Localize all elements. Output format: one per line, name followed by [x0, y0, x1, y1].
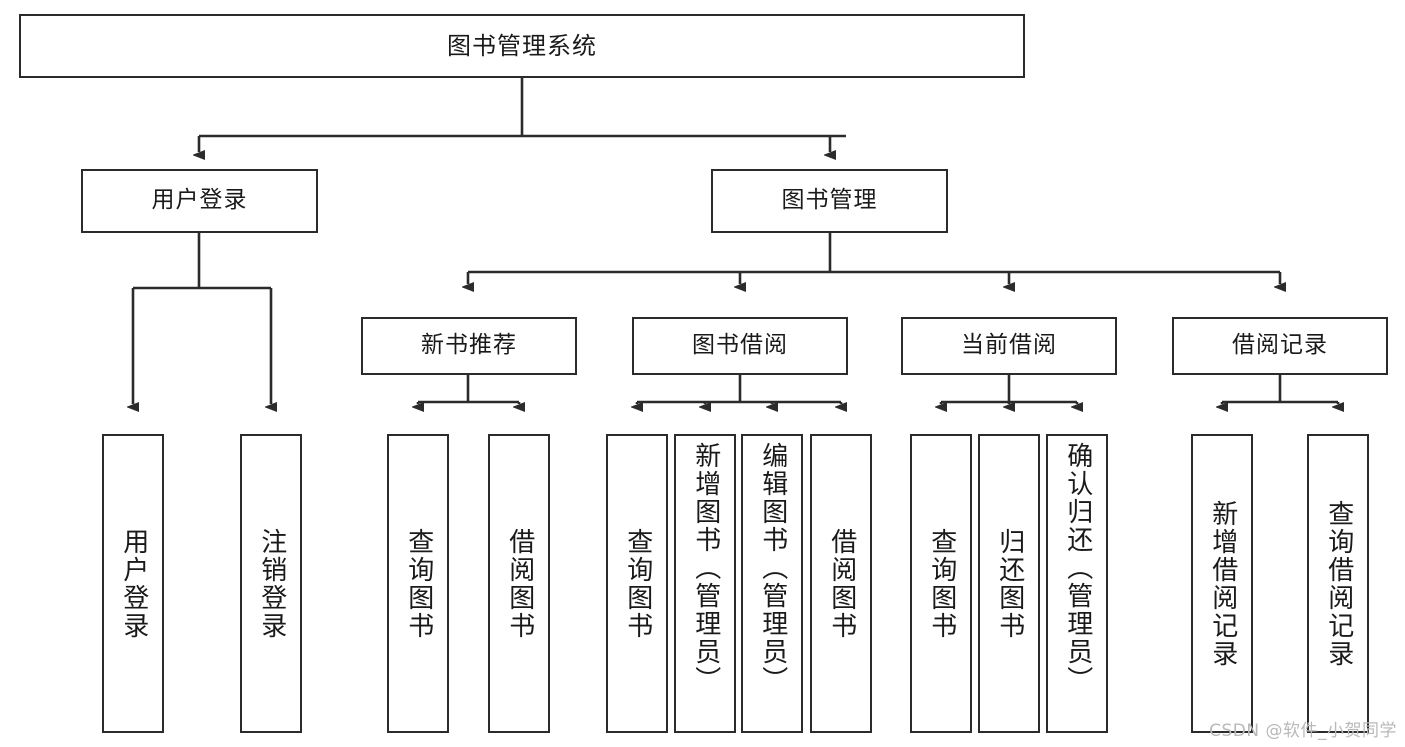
node-leaf-add-record[interactable]: 新增借阅记录 — [1191, 434, 1253, 733]
node-label: 新增借阅记录 — [1207, 499, 1238, 668]
node-label: 图书管理系统 — [447, 31, 597, 60]
node-label: 确认归还（管理员） — [1062, 442, 1093, 694]
node-book-borrow[interactable]: 图书借阅 — [632, 317, 848, 375]
node-label: 编辑图书（管理员） — [757, 442, 788, 694]
node-leaf-logout-login[interactable]: 注销登录 — [240, 434, 302, 733]
node-leaf-return-book[interactable]: 归还图书 — [978, 434, 1040, 733]
node-new-book-recommend[interactable]: 新书推荐 — [361, 317, 577, 375]
node-label: 查询图书 — [622, 527, 653, 640]
node-label: 用户登录 — [151, 187, 248, 214]
node-leaf-edit-book[interactable]: 编辑图书（管理员） — [741, 434, 803, 733]
node-borrow-record[interactable]: 借阅记录 — [1172, 317, 1388, 375]
node-label: 归还图书 — [994, 527, 1025, 640]
node-book-manage[interactable]: 图书管理 — [711, 169, 948, 233]
node-label: 查询借阅记录 — [1323, 499, 1354, 668]
watermark-text: CSDN @软件_小贺同学 — [1209, 721, 1397, 741]
node-label: 借阅记录 — [1232, 332, 1328, 359]
node-leaf-add-book[interactable]: 新增图书（管理员） — [674, 434, 736, 733]
node-leaf-query-book-1[interactable]: 查询图书 — [387, 434, 449, 733]
node-leaf-confirm-return[interactable]: 确认归还（管理员） — [1046, 434, 1108, 733]
node-label: 查询图书 — [403, 527, 434, 640]
node-leaf-query-record[interactable]: 查询借阅记录 — [1307, 434, 1369, 733]
node-label: 当前借阅 — [961, 332, 1057, 359]
node-leaf-user-login[interactable]: 用户登录 — [102, 434, 164, 733]
node-label: 借阅图书 — [504, 527, 535, 640]
node-root-system[interactable]: 图书管理系统 — [19, 14, 1025, 78]
node-label: 图书借阅 — [692, 332, 788, 359]
node-label: 新书推荐 — [421, 332, 517, 359]
node-label: 注销登录 — [256, 527, 287, 640]
node-label: 用户登录 — [118, 527, 149, 640]
node-user-login[interactable]: 用户登录 — [81, 169, 318, 233]
node-label: 图书管理 — [781, 187, 878, 214]
node-leaf-query-book-2[interactable]: 查询图书 — [606, 434, 668, 733]
node-label: 新增图书（管理员） — [690, 442, 721, 694]
node-leaf-query-book-3[interactable]: 查询图书 — [910, 434, 972, 733]
node-label: 查询图书 — [926, 527, 957, 640]
node-leaf-borrow-book-1[interactable]: 借阅图书 — [488, 434, 550, 733]
node-leaf-borrow-book-2[interactable]: 借阅图书 — [810, 434, 872, 733]
node-current-borrow[interactable]: 当前借阅 — [901, 317, 1117, 375]
node-label: 借阅图书 — [826, 527, 857, 640]
